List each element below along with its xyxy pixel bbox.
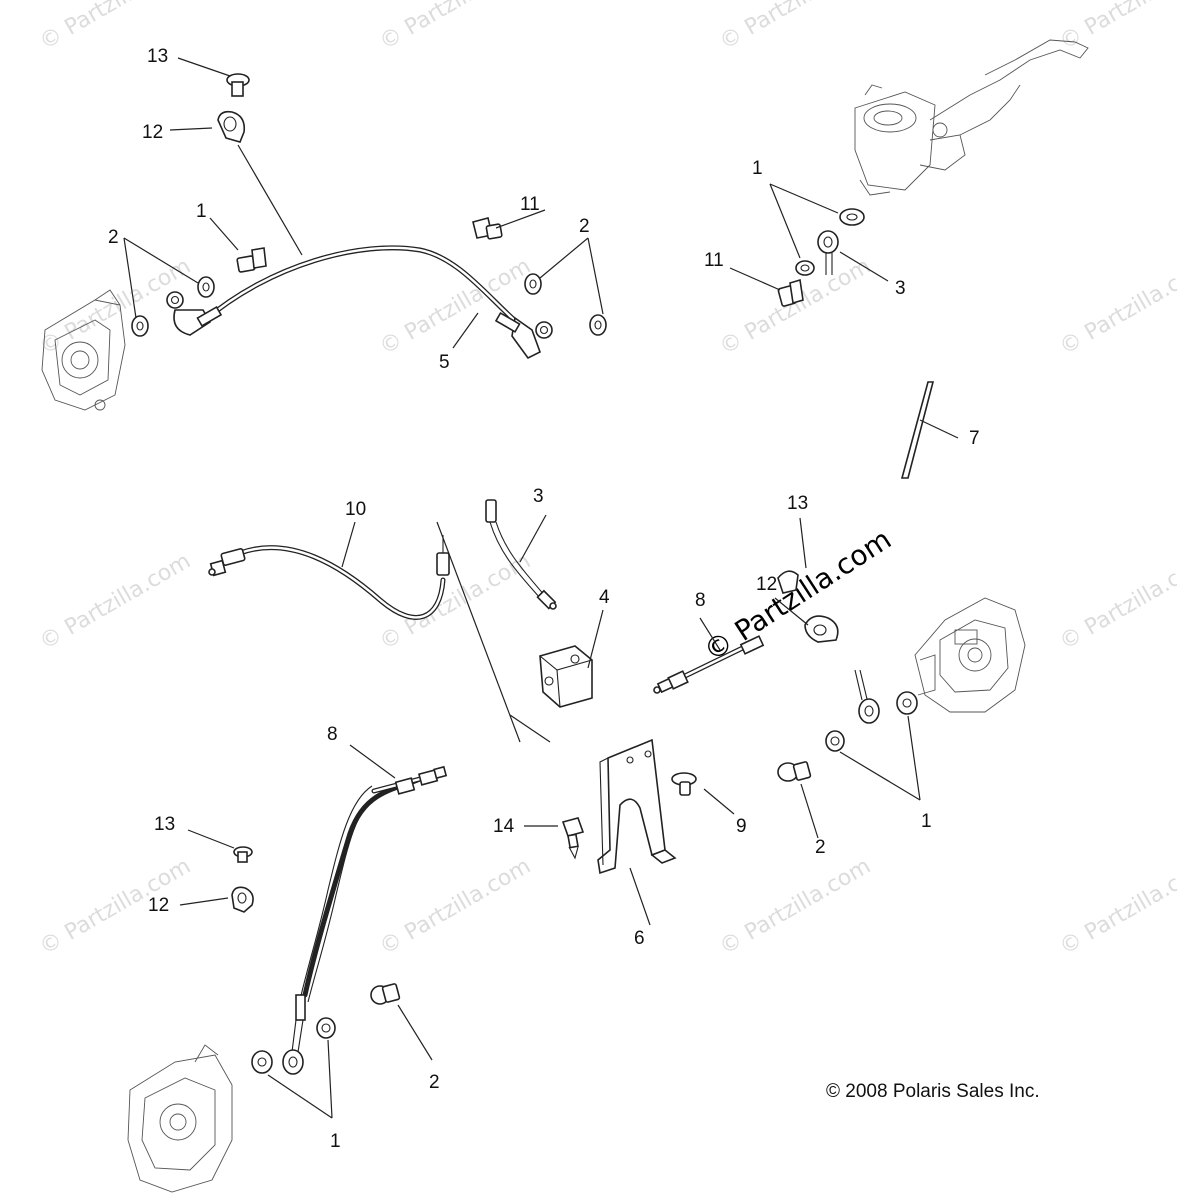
watermark: © Partzilla.com <box>376 0 536 55</box>
watermark: © Partzilla.com <box>36 0 196 55</box>
screw <box>777 570 799 594</box>
callout-2: 2 <box>108 227 119 248</box>
hose-clamp <box>179 886 254 913</box>
washer <box>839 208 865 226</box>
callout-12: 12 <box>142 122 163 143</box>
washer <box>131 315 149 337</box>
watermark: © Partzilla.com <box>36 854 196 961</box>
washer <box>896 691 918 715</box>
watermark: © Partzilla.com <box>1056 549 1177 656</box>
screw <box>226 73 250 97</box>
junction-block <box>539 645 593 708</box>
hose-fitting <box>282 994 306 1075</box>
callout-1: 1 <box>921 811 932 832</box>
callout-3: 3 <box>533 486 544 507</box>
washer <box>825 730 845 752</box>
callout-3: 3 <box>895 278 906 299</box>
front-left-caliper <box>41 289 126 411</box>
callout-10: 10 <box>345 499 366 520</box>
copyright-notice: © 2008 Polaris Sales Inc. <box>826 1081 1040 1102</box>
callout-11: 11 <box>704 250 724 271</box>
master-cylinder-lever <box>854 39 1089 196</box>
brake-line-3 <box>485 499 557 610</box>
callout-labels: 13 12 1 2 11 2 5 1 11 3 7 10 3 4 13 8 12… <box>108 46 980 1152</box>
bolt <box>524 817 585 860</box>
hose-clamp <box>804 615 839 643</box>
leader-lines <box>800 715 921 839</box>
callout-2: 2 <box>815 837 826 858</box>
callout-2: 2 <box>429 1072 440 1093</box>
washer <box>197 276 215 298</box>
watermark: © Partzilla.com <box>716 854 876 961</box>
callout-5: 5 <box>439 352 450 373</box>
callout-2: 2 <box>579 216 590 237</box>
brake-hose-5 <box>166 245 553 360</box>
banjo-bolt <box>472 217 503 240</box>
banjo-bolt <box>370 983 433 1061</box>
brake-hose-8 <box>299 744 448 1003</box>
callout-14: 14 <box>493 816 515 837</box>
front-right-caliper <box>914 597 1026 713</box>
callout-4: 4 <box>599 587 610 608</box>
banjo-bolt <box>236 247 267 273</box>
mounting-bracket <box>597 738 677 926</box>
callout-8: 8 <box>327 724 338 745</box>
hose-fitting <box>854 669 880 724</box>
watermark-prominent: © Partzilla.com <box>698 523 897 668</box>
hose-fitting <box>817 230 839 275</box>
brake-hose-8 <box>653 617 765 694</box>
washer <box>251 1050 273 1074</box>
callout-7: 7 <box>969 428 980 449</box>
washer <box>316 1017 336 1039</box>
callout-12: 12 <box>148 895 169 916</box>
callout-1: 1 <box>752 158 763 179</box>
washer <box>589 314 607 336</box>
callout-9: 9 <box>736 816 747 837</box>
leader-lines <box>123 57 604 349</box>
leader-lines <box>729 183 889 291</box>
callout-1: 1 <box>196 201 207 222</box>
callout-11: 11 <box>520 194 540 215</box>
callout-13: 13 <box>787 493 808 514</box>
washer <box>795 260 815 276</box>
leader-lines <box>774 517 809 626</box>
watermark: © Partzilla.com <box>36 549 196 656</box>
watermark: © Partzilla.com <box>716 254 876 361</box>
cable-tie <box>900 381 959 479</box>
washer <box>524 273 542 295</box>
callout-12: 12 <box>756 574 777 595</box>
callout-13: 13 <box>147 46 168 67</box>
callout-8: 8 <box>695 590 706 611</box>
banjo-bolt <box>777 761 812 782</box>
bolt <box>671 772 735 815</box>
watermark: © Partzilla.com <box>1056 854 1177 961</box>
callout-13: 13 <box>154 814 175 835</box>
callout-1: 1 <box>330 1131 341 1152</box>
watermark: © Partzilla.com <box>1056 254 1177 361</box>
banjo-bolt <box>777 278 804 307</box>
brake-hose-10 <box>208 535 450 620</box>
watermark-layer: © Partzilla.com © Partzilla.com © Partzi… <box>36 0 1177 960</box>
watermark: © Partzilla.com <box>716 0 876 55</box>
hose-clamp <box>217 110 246 143</box>
leader-lines <box>341 514 604 743</box>
callout-6: 6 <box>634 928 645 949</box>
leader-lines <box>267 1039 333 1119</box>
watermark: © Partzilla.com <box>376 549 536 656</box>
rear-caliper <box>127 1044 233 1193</box>
watermark: © Partzilla.com <box>1056 0 1177 55</box>
watermark: © Partzilla.com <box>376 854 536 961</box>
screw <box>187 829 253 863</box>
